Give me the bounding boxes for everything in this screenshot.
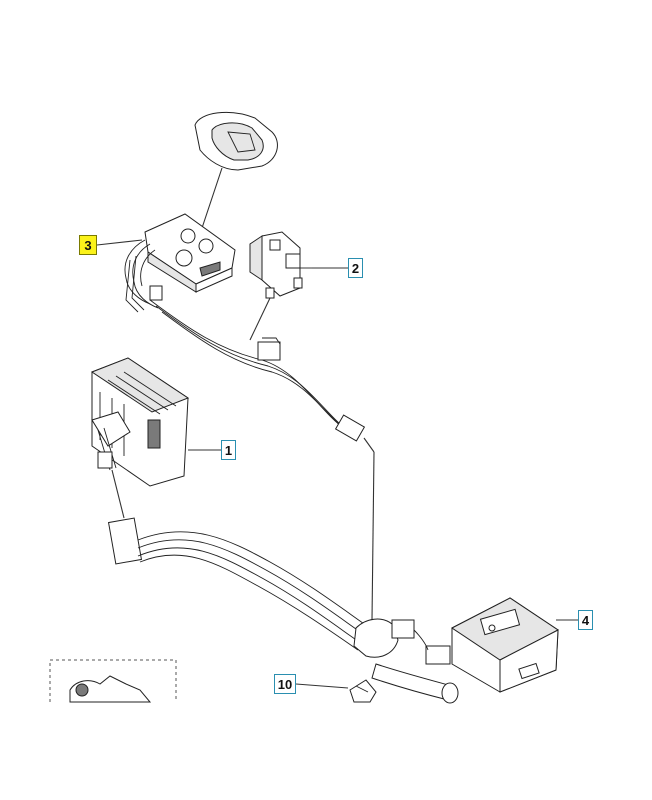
callout-3-label: 3 [84, 238, 92, 253]
module-box [451, 597, 559, 693]
bracket [349, 679, 377, 703]
callout-3[interactable]: 3 [79, 235, 97, 255]
callout-10[interactable]: 10 [274, 674, 296, 694]
keypad-switch [124, 213, 236, 313]
detail-inset [49, 659, 177, 703]
callout-1-label: 1 [224, 443, 233, 458]
callout-2[interactable]: 2 [348, 258, 363, 278]
wiring-harness [107, 299, 459, 704]
callout-4[interactable]: 4 [578, 610, 593, 630]
toggle-switch [249, 231, 312, 299]
keypad-cover [194, 111, 278, 171]
leader-10 [295, 683, 349, 689]
callout-10-label: 10 [277, 677, 293, 692]
leader-3 [96, 239, 143, 246]
callout-2-label: 2 [351, 261, 360, 276]
callout-4-label: 4 [581, 613, 590, 628]
control-unit [90, 357, 190, 487]
callout-1[interactable]: 1 [221, 440, 236, 460]
